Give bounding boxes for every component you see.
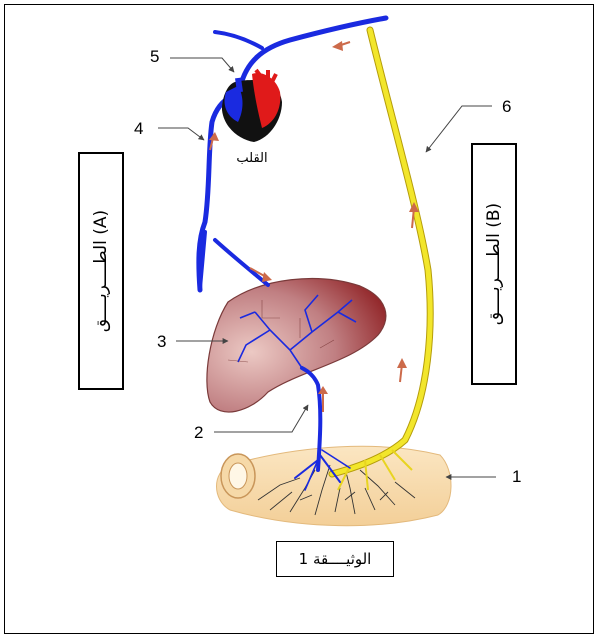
document-caption: الوثيــــقة 1	[276, 541, 394, 577]
document-caption-text: الوثيــــقة 1	[299, 550, 372, 568]
blood-vessels	[199, 18, 386, 490]
liver	[207, 279, 386, 412]
route-b-box: الطــــريــــق (B)	[471, 143, 517, 385]
route-a-box: الطــــريــــق (A)	[78, 152, 124, 390]
label-1: 1	[512, 467, 521, 486]
label-5: 5	[150, 47, 159, 66]
label-4: 4	[134, 119, 143, 138]
heart-icon	[222, 70, 282, 142]
route-b-label: الطــــريــــق (B)	[484, 203, 504, 325]
label-3: 3	[157, 332, 166, 351]
label-2: 2	[194, 423, 203, 442]
heart-label: القلب	[236, 151, 267, 166]
route-a-label: الطــــريــــق (A)	[91, 210, 111, 332]
label-6: 6	[502, 97, 511, 116]
lymph-duct	[332, 30, 430, 490]
leader-lines	[158, 58, 496, 477]
